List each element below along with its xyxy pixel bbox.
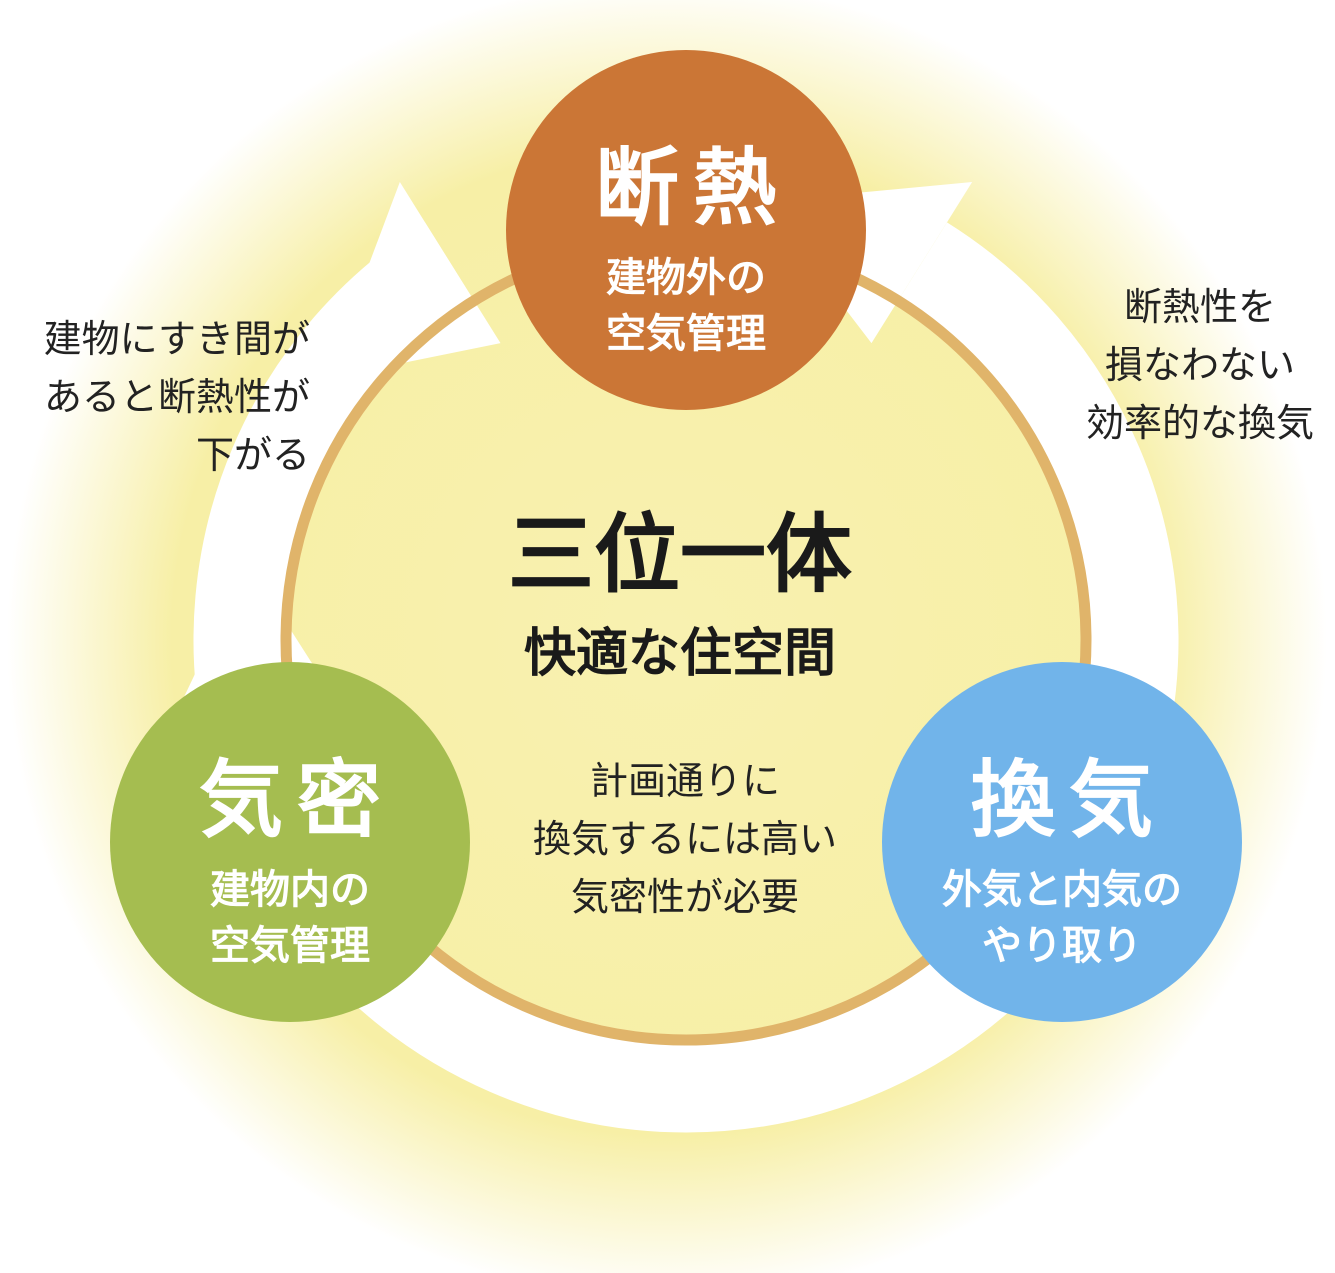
node-title-kimitsu: 気密 <box>198 751 395 849</box>
node-subtitle-kimitsu: 建物内の 空気管理 <box>210 867 370 969</box>
node-title-dannetsu: 断熱 <box>594 139 791 237</box>
relation-bottom-text: 計画通りに 換気するには高い 気密性が必要 <box>532 759 837 919</box>
node-circle-dannetsu <box>506 50 866 410</box>
node-title-kanki: 換気 <box>970 751 1167 849</box>
node-circle-kimitsu <box>110 662 470 1022</box>
relation-right-text: 断熱性を 損なわない 効率的な換気 <box>1085 285 1314 445</box>
left-arrowhead-icon <box>325 182 501 379</box>
right-arrow-body <box>896 222 1179 743</box>
node-subtitle-dannetsu: 建物外の 空気管理 <box>606 255 766 357</box>
center-title: 三位一体 <box>508 505 852 605</box>
center-subtitle: 快適な住空間 <box>523 624 836 684</box>
node-subtitle-kanki: 外気と内気の やり取り <box>942 867 1182 969</box>
bottom-arrow-body <box>337 920 1035 1133</box>
node-circle-kanki <box>882 662 1242 1022</box>
relation-left-text: 建物にすき間が あると断熱性が 下がる <box>43 317 310 477</box>
